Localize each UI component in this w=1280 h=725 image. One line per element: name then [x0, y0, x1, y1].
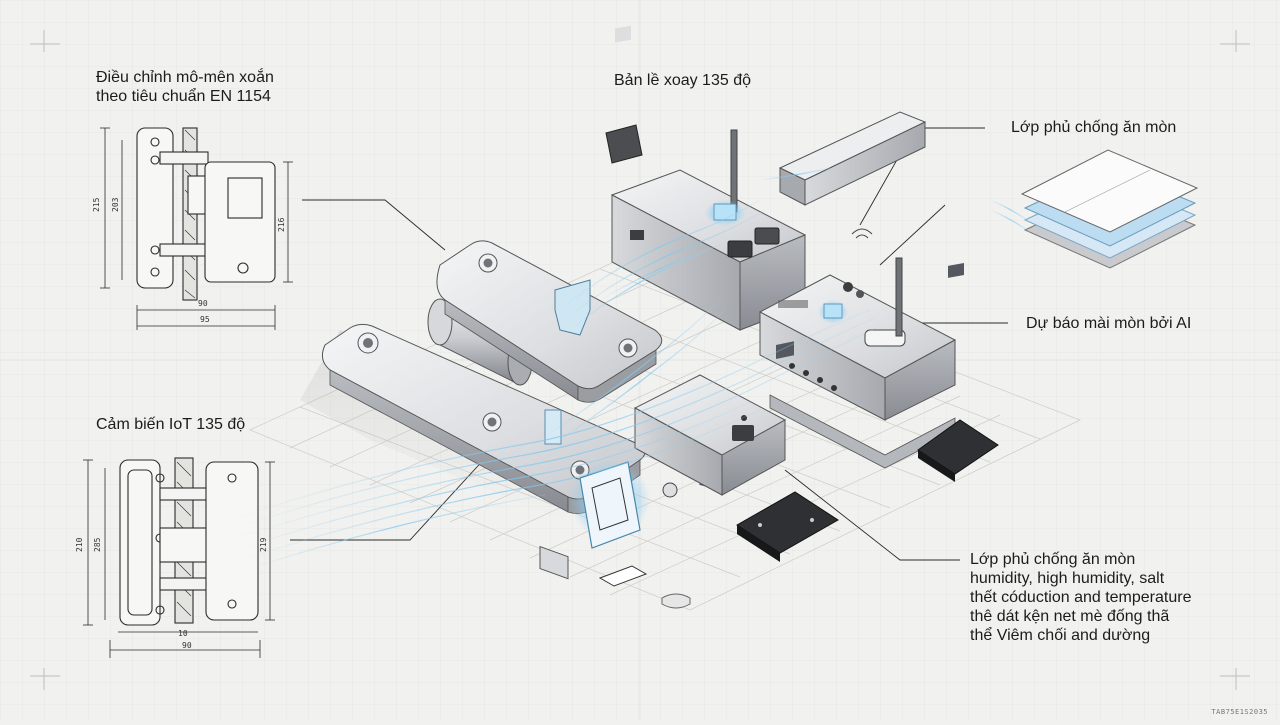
iot-sensor-plate — [544, 409, 650, 549]
corrosion-desc-line-1: Lớp phủ chống ăn mòn — [970, 551, 1136, 568]
label-corrosion-description: Lớp phủ chống ăn mòn humidity, high humi… — [970, 550, 1191, 645]
corrosion-desc-line-5: thể Viêm chối and dường — [970, 627, 1151, 644]
data-stream-lines — [229, 167, 1031, 571]
drawing-code: TAB75E1S2035 — [1211, 708, 1268, 716]
dim-top-width-b: 95 — [200, 315, 210, 324]
dim-bottom-width-b: 90 — [182, 641, 192, 650]
dim-top-height-right: 216 — [277, 217, 286, 232]
small-chips-bottom — [598, 565, 691, 609]
dim-top-height-mid: 203 — [111, 197, 120, 212]
label-iot-sensor: Cảm biến IoT 135 độ — [96, 416, 246, 433]
corrosion-desc-line-4: thê dát kện net mè đống thã — [970, 608, 1170, 625]
label-hinge-135: Bản lề xoay 135 độ — [614, 72, 751, 89]
mini-sensor-tile — [605, 25, 643, 164]
dim-bottom-height-right: 219 — [259, 537, 268, 552]
dim-top-height-left: 215 — [92, 197, 101, 212]
dim-bottom-height-left: 210 — [75, 537, 84, 552]
dim-bottom-height-mid: 285 — [93, 537, 102, 552]
corrosion-coating-layers — [1020, 149, 1199, 269]
corrosion-desc-line-3: thết códuction and temperature — [970, 589, 1192, 606]
dim-bottom-width-a: 10 — [178, 629, 188, 638]
floating-bar-part — [778, 111, 927, 206]
circuit-board-right — [917, 263, 999, 482]
label-ai-wear-prediction: Dự báo mài mòn bởi AI — [1026, 315, 1192, 332]
label-anti-corrosion-top: Lớp phủ chống ăn mòn — [1011, 119, 1177, 136]
hinge-lower-leaf — [300, 323, 646, 520]
label-torque-adjust-line-1: Điều chỉnh mô-mên xoắn — [96, 69, 274, 86]
dim-top-width-a: 90 — [198, 299, 208, 308]
hinge-upper-leaf — [436, 240, 663, 580]
sensor-module-right — [758, 228, 957, 469]
corrosion-desc-line-2: humidity, high humidity, salt — [970, 570, 1165, 587]
label-torque-adjust: Điều chỉnh mô-mên xoắn theo tiêu chuẩn E… — [96, 68, 274, 106]
frame-corner-ticks — [30, 30, 1250, 690]
label-torque-adjust-line-2: theo tiêu chuẩn EN 1154 — [96, 88, 271, 105]
drawing-hinge-front-view — [100, 127, 293, 330]
drawing-sensor-front-view — [83, 457, 275, 658]
